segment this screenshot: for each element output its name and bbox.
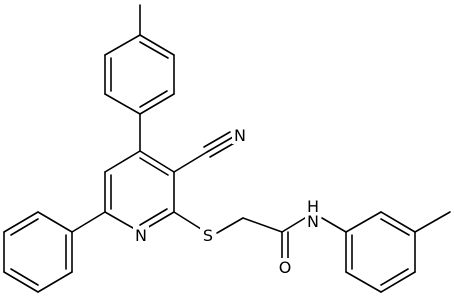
bond — [321, 217, 347, 233]
bond — [104, 93, 141, 115]
bond — [380, 218, 410, 236]
bond — [10, 268, 39, 286]
bond — [139, 157, 169, 176]
bond — [139, 34, 175, 56]
bond — [209, 141, 237, 158]
sulfur-label: S — [203, 226, 213, 245]
bond — [139, 150, 175, 173]
bond — [3, 211, 39, 233]
bond — [104, 34, 141, 56]
bond — [173, 211, 202, 230]
bond — [206, 136, 234, 153]
bond — [281, 217, 306, 233]
bond — [10, 218, 39, 236]
carbonyl-o-label: O — [279, 258, 292, 277]
bond — [414, 211, 451, 233]
bond — [37, 271, 73, 293]
atom-labels: N N S H N O — [133, 126, 321, 277]
bond-lines — [3, 4, 451, 293]
bond — [242, 217, 283, 233]
bond — [380, 271, 416, 293]
bond — [173, 151, 208, 173]
bond — [203, 131, 231, 148]
bond — [71, 211, 106, 233]
bond — [216, 217, 244, 234]
bond — [345, 211, 382, 233]
bond — [104, 150, 141, 173]
bond — [3, 271, 39, 293]
bond — [139, 90, 168, 108]
bond — [37, 211, 73, 233]
bond — [139, 93, 175, 115]
amide-n-label: N — [307, 212, 319, 231]
bond — [345, 271, 382, 293]
bond — [139, 208, 168, 226]
bond — [380, 268, 409, 286]
pyridine-n-label: N — [135, 226, 147, 245]
bond — [380, 211, 416, 233]
amide-h-label: H — [307, 197, 319, 216]
bond — [139, 41, 169, 59]
nitrile-n-label: N — [234, 126, 246, 145]
